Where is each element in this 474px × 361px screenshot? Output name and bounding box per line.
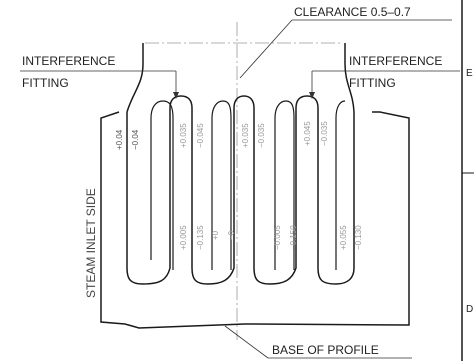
tol-slot3-left-top: +0.035 xyxy=(241,123,250,148)
tol-slot1-left: +0.04 xyxy=(115,129,124,150)
interference-right-sublabel: FITTING xyxy=(349,76,396,90)
disc-body-outline xyxy=(100,111,410,329)
blade-neck-left xyxy=(126,43,144,113)
tol-slot4-right-bottom: −0.150 xyxy=(289,225,298,250)
tol-slot2-left-bottom: +0.005 xyxy=(179,225,188,250)
tol-slot4-left-top: +0.045 xyxy=(303,121,312,146)
tol-slot2-left-top: +0.035 xyxy=(179,123,188,148)
interference-left-label: INTERFERENCE xyxy=(22,54,115,68)
clearance-label: CLEARANCE 0.5–0.7 xyxy=(294,5,411,19)
base-of-profile-label: BASE OF PROFILE xyxy=(272,343,379,357)
disc-slot-outline xyxy=(150,100,346,270)
tol-slot2-right-bottom: −0.135 xyxy=(196,225,205,250)
tol-slot5-left-bottom: +0.055 xyxy=(339,225,348,250)
tol-slot3-left-bottom: +0 xyxy=(211,230,220,240)
blade-neck-right xyxy=(344,43,355,113)
base-of-profile-leader xyxy=(224,325,269,359)
steam-inlet-side-label: STEAM INLET SIDE xyxy=(84,188,98,298)
tol-slot5-right-bottom: −0.130 xyxy=(354,225,363,250)
border-zone-letter-d: D xyxy=(466,304,473,315)
tol-slot2-right-top: −0.045 xyxy=(196,123,205,148)
tol-slot3-right-bottom: −0 xyxy=(227,230,236,240)
tol-slot3-right-top: −0.035 xyxy=(257,123,266,148)
tol-slot4-right-top: −0.035 xyxy=(320,121,329,146)
interference-right-label: INTERFERENCE xyxy=(349,54,442,68)
interference-left-arrow xyxy=(173,92,179,99)
tol-slot1-right: −0.04 xyxy=(131,129,140,150)
border-zone-letter-e: E xyxy=(466,68,473,79)
blade-root-outline xyxy=(126,95,355,285)
clearance-leader xyxy=(239,19,293,79)
interference-right-arrow xyxy=(309,92,315,99)
interference-left-sublabel: FITTING xyxy=(22,76,69,90)
tol-slot4-left-bottom: −0.005 xyxy=(273,225,282,250)
